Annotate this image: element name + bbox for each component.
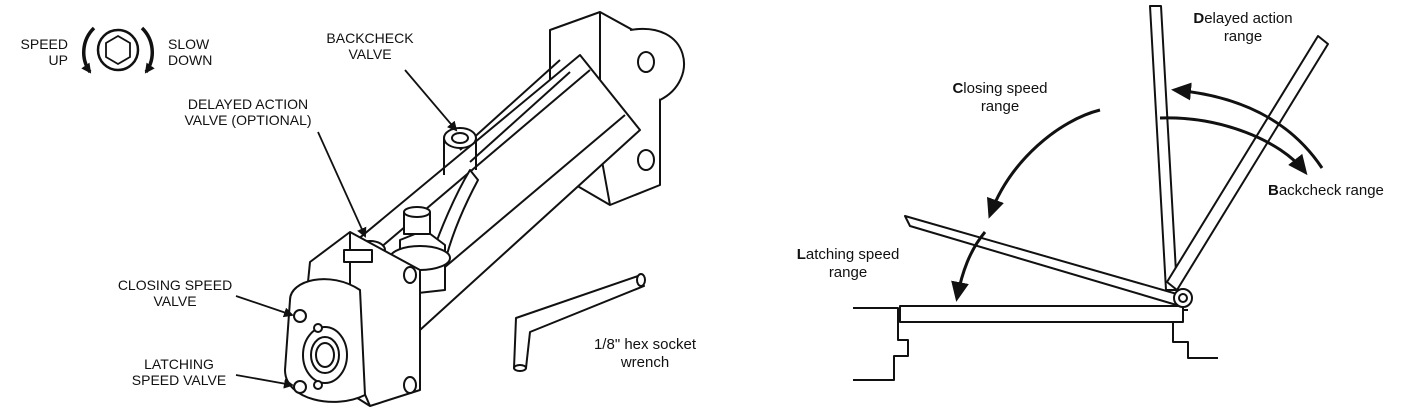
delayed-action-range-initial: D [1193, 10, 1205, 27]
backcheck-range-initial: B [1268, 182, 1279, 199]
hex-wrench-label: 1/8" hex socket wrench [593, 336, 697, 371]
closing-speed-range-text: losing speed range [963, 80, 1048, 115]
closing-speed-valve-label: CLOSING SPEED VALVE [117, 277, 233, 309]
speed-dial-icon [81, 26, 155, 74]
backcheck-range-text: ackcheck range [1278, 182, 1384, 199]
speed-up-label: SPEED UP [20, 36, 68, 68]
door-closer-body [284, 11, 685, 407]
door-range-diagram [853, 5, 1329, 381]
callout-leaders [235, 69, 458, 389]
closing-speed-range-initial: C [952, 80, 964, 97]
backcheck-valve-label: BACKCHECK VALVE [326, 30, 414, 62]
latching-speed-range-label: Latching speed range [778, 246, 918, 282]
closing-speed-range-label: Closing speed range [925, 80, 1075, 116]
latching-speed-range-text: atching speed range [805, 246, 900, 281]
slow-down-label: SLOW DOWN [168, 36, 213, 68]
latching-speed-valve-label: LATCHING SPEED VALVE [131, 356, 227, 388]
hex-wrench-icon [513, 273, 646, 372]
backcheck-range-label: Backcheck range [1268, 182, 1418, 200]
delayed-action-range-label: Delayed action range [1158, 10, 1328, 46]
range-arrows [951, 82, 1324, 302]
delayed-action-valve-label: DELAYED ACTION VALVE (OPTIONAL) [184, 96, 312, 128]
delayed-action-range-text: elayed action range [1204, 10, 1293, 45]
latching-speed-range-initial: L [796, 246, 806, 263]
